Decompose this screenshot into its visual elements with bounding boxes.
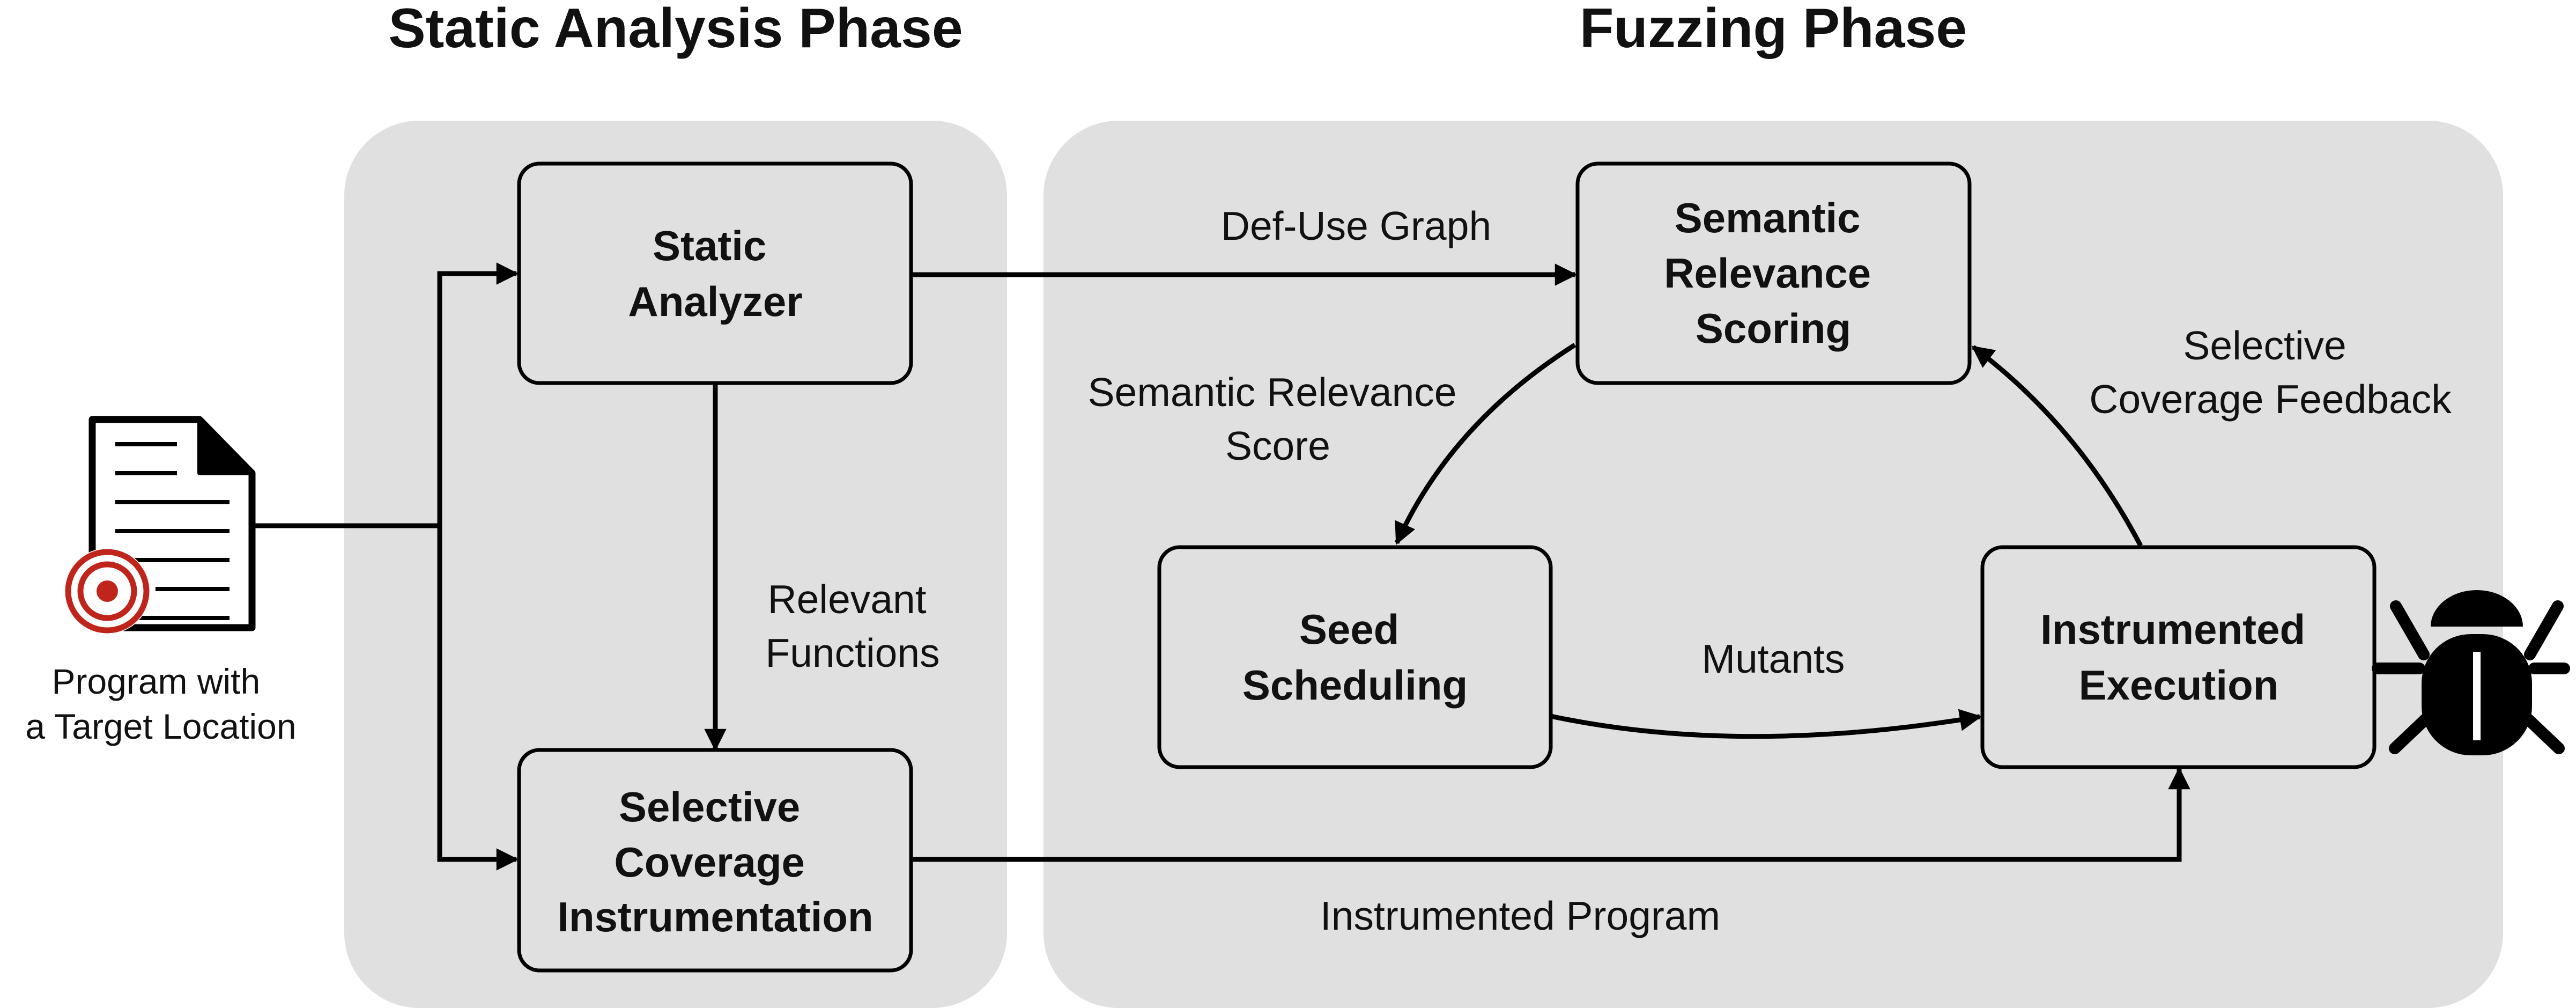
instrumented-execution-node: Instrumented Execution xyxy=(1980,545,2377,769)
connectors xyxy=(252,262,2190,871)
input-program-label: Program with a Target Location xyxy=(25,661,296,746)
target-icon xyxy=(64,548,150,634)
selective-coverage-feedback-label: Selective Coverage Feedback xyxy=(2089,323,2452,422)
relevant-functions-label: Relevant Functions xyxy=(765,577,939,675)
semantic-relevance-score-arrow xyxy=(1394,343,1576,545)
selective-coverage-instrumentation-label: Selective Coverage Instrumentation xyxy=(557,783,873,940)
instrumented-program-label: Instrumented Program xyxy=(1320,893,1720,938)
mutants-arrow xyxy=(1550,709,1982,739)
selective-coverage-instrumentation-node: Selective Coverage Instrumentation xyxy=(517,748,913,973)
seed-scheduling-label: Seed Scheduling xyxy=(1242,606,1468,709)
static-analyzer-node: Static Analyzer xyxy=(517,161,913,385)
selective-coverage-feedback-arrow xyxy=(1971,345,2143,547)
input-to-static-analyzer-arrow xyxy=(437,262,519,526)
semantic-relevance-scoring-node: Semantic Relevance Scoring xyxy=(1575,161,1972,385)
input-to-selective-coverage-arrow xyxy=(437,526,519,871)
def-use-graph-label: Def-Use Graph xyxy=(1221,203,1491,248)
mutants-label: Mutants xyxy=(1702,636,1845,681)
semantic-relevance-scoring-label: Semantic Relevance Scoring xyxy=(1664,194,1883,352)
static-analysis-phase-title: Static Analysis Phase xyxy=(388,0,963,60)
seed-scheduling-node: Seed Scheduling xyxy=(1157,545,1553,769)
instrumented-execution-label: Instrumented Execution xyxy=(2040,606,2317,709)
fuzzing-panel xyxy=(1043,121,2503,1008)
bug-icon xyxy=(2372,590,2570,755)
fuzzing-phase-title: Fuzzing Phase xyxy=(1580,0,1967,60)
instrumented-program-arrow xyxy=(913,767,2190,862)
semantic-relevance-score-label: Semantic Relevance Score xyxy=(1088,370,1468,468)
document-with-target-icon xyxy=(64,416,256,634)
static-analyzer-label: Static Analyzer xyxy=(628,222,802,325)
